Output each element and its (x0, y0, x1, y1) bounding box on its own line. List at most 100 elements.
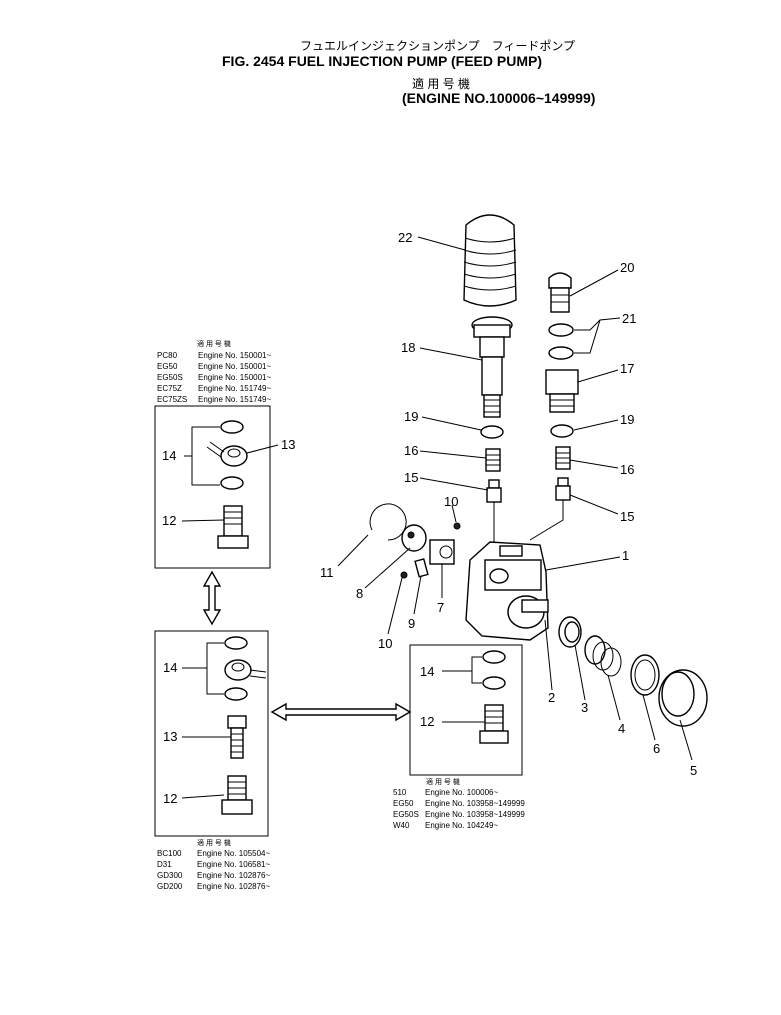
part-21-washer-upper (548, 323, 574, 337)
callout-16-right: 16 (620, 462, 634, 477)
svg-text:GD300: GD300 (157, 871, 183, 880)
part-9-pin (414, 558, 429, 578)
svg-text:Engine No. 103958~149999: Engine No. 103958~149999 (425, 810, 525, 819)
svg-text:Engine No. 102876~: Engine No. 102876~ (197, 871, 271, 880)
callout-4: 4 (618, 721, 625, 736)
callout-20: 20 (620, 260, 634, 275)
svg-text:Engine No. 151749~: Engine No. 151749~ (198, 384, 272, 393)
callout-12-box-a: 12 (162, 513, 176, 528)
callout-14-box-b: 14 (163, 660, 177, 675)
callout-19-right: 19 (620, 412, 634, 427)
callout-10-upper: 10 (444, 494, 458, 509)
box-b-header: 適 用 号 機 (197, 838, 231, 847)
box-c-washer-upper (482, 650, 506, 664)
part-16-spring-right (555, 446, 571, 470)
svg-text:Engine No. 104249~: Engine No. 104249~ (425, 821, 499, 830)
svg-text:Engine No. 150001~: Engine No. 150001~ (198, 351, 272, 360)
callout-12-box-b: 12 (163, 791, 177, 806)
part-21-washer-lower (548, 346, 574, 360)
box-a-part-13-banjo (206, 441, 248, 467)
part-10-screw-upper (453, 522, 461, 530)
svg-text:BC100: BC100 (157, 849, 182, 858)
part-2-tappet (558, 616, 582, 648)
callout-11: 11 (320, 565, 334, 580)
part-7-tappet-guide (429, 539, 455, 565)
callout-9: 9 (408, 616, 415, 631)
callout-10-lower: 10 (378, 636, 392, 651)
box-b-part-12-bolt (221, 775, 253, 815)
callout-6: 6 (653, 741, 660, 756)
svg-text:W40: W40 (393, 821, 410, 830)
part-8-roller (401, 524, 427, 552)
part-1-pump-body (465, 541, 549, 641)
part-18-plunger (471, 316, 513, 418)
callout-16-left: 16 (404, 443, 418, 458)
box-c-header: 適 用 号 機 (426, 777, 460, 786)
svg-text:Engine No. 103958~149999: Engine No. 103958~149999 (425, 799, 525, 808)
svg-text:GD200: GD200 (157, 882, 183, 891)
callout-21: 21 (622, 311, 636, 326)
box-a-header: 適 用 号 機 (197, 339, 231, 348)
box-b-washer-upper (224, 636, 248, 650)
part-5-plug (658, 669, 708, 727)
callout-19-left: 19 (404, 409, 418, 424)
figure-title: FIG. 2454 FUEL INJECTION PUMP (FEED PUMP… (222, 53, 542, 69)
svg-text:EG50: EG50 (393, 799, 414, 808)
callout-12-box-c: 12 (420, 714, 434, 729)
applicable-japanese: 適 用 号 機 (412, 76, 470, 91)
part-15-valve-right (555, 477, 571, 501)
callout-1: 1 (622, 548, 629, 563)
svg-text:Engine No. 150001~: Engine No. 150001~ (198, 373, 272, 382)
callout-14-box-a: 14 (162, 448, 176, 463)
part-3-spring (584, 635, 622, 677)
svg-text:Engine No. 150001~: Engine No. 150001~ (198, 362, 272, 371)
double-arrow-vertical (202, 570, 222, 626)
svg-text:EC75ZS: EC75ZS (157, 395, 187, 404)
box-a-applicability: PC80 Engine No. 150001~ EG50 Engine No. … (157, 351, 272, 404)
svg-text:EG50S: EG50S (393, 810, 419, 819)
svg-text:PC80: PC80 (157, 351, 178, 360)
callout-5: 5 (690, 763, 697, 778)
callout-22: 22 (398, 230, 412, 245)
box-c-applicability: 510 Engine No. 100006~ EG50 Engine No. 1… (393, 788, 525, 830)
box-b-part-13-banjo (224, 659, 267, 681)
double-arrow-horizontal (270, 702, 412, 722)
svg-text:Engine No. 102876~: Engine No. 102876~ (197, 882, 271, 891)
part-19-washer (480, 425, 504, 439)
svg-text:510: 510 (393, 788, 407, 797)
box-b-applicability: BC100 Engine No. 105504~ D31 Engine No. … (157, 849, 271, 891)
callout-2: 2 (548, 690, 555, 705)
svg-text:D31: D31 (157, 860, 172, 869)
part-11-snap-ring (369, 503, 407, 541)
svg-text:Engine No. 100006~: Engine No. 100006~ (425, 788, 499, 797)
part-20-bolt (548, 272, 572, 313)
svg-text:Engine No. 151749~: Engine No. 151749~ (198, 395, 272, 404)
callout-15-left: 15 (404, 470, 418, 485)
callout-3: 3 (581, 700, 588, 715)
part-15-valve (486, 479, 502, 503)
box-a-part-12-bolt (217, 505, 249, 549)
box-c-frame (409, 644, 523, 776)
callout-13-box-b: 13 (163, 729, 177, 744)
callout-18: 18 (401, 340, 415, 355)
part-19-washer-right (550, 424, 574, 438)
box-b-frame (154, 630, 269, 837)
part-16-spring (485, 448, 501, 472)
title-japanese: フュエルインジェクションポンプ フィードポンプ (300, 39, 575, 53)
callout-8: 8 (356, 586, 363, 601)
svg-text:EG50: EG50 (157, 362, 178, 371)
svg-text:Engine No. 105504~: Engine No. 105504~ (197, 849, 271, 858)
callout-7: 7 (437, 600, 444, 615)
svg-text:Engine No. 106581~: Engine No. 106581~ (197, 860, 271, 869)
callout-13-box-a: 13 (281, 437, 295, 452)
box-b-washer-lower (224, 687, 248, 701)
engine-range: (ENGINE NO.100006~149999) (402, 90, 595, 106)
box-c-part-12-bolt (479, 704, 509, 744)
callout-17: 17 (620, 361, 634, 376)
box-b-part-13-bolt (227, 715, 247, 759)
callout-14-box-c: 14 (420, 664, 434, 679)
part-10-screw-lower (400, 571, 408, 579)
box-c-washer-lower (482, 676, 506, 690)
callout-15-right: 15 (620, 509, 634, 524)
